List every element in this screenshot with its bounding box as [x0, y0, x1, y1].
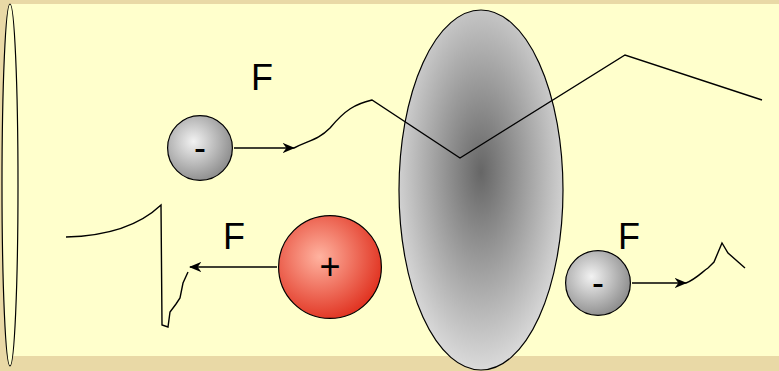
trajectory	[66, 205, 188, 327]
membrane	[399, 10, 563, 370]
charge-circle: -	[565, 250, 631, 316]
trajectory	[686, 243, 745, 283]
force-arrow	[632, 282, 686, 283]
charge-sign: +	[319, 249, 340, 285]
charge-circle: +	[278, 215, 382, 319]
charge-sign: -	[592, 265, 604, 301]
force-arrow	[190, 266, 277, 267]
tube-opening	[2, 4, 18, 366]
charge-circle: -	[167, 115, 233, 181]
force-arrow	[234, 147, 294, 148]
force-label: F	[618, 219, 640, 255]
force-label: F	[251, 60, 273, 96]
charge-sign: -	[194, 130, 206, 166]
tube-body	[10, 4, 779, 356]
force-label: F	[223, 219, 245, 255]
trajectory	[294, 55, 762, 158]
